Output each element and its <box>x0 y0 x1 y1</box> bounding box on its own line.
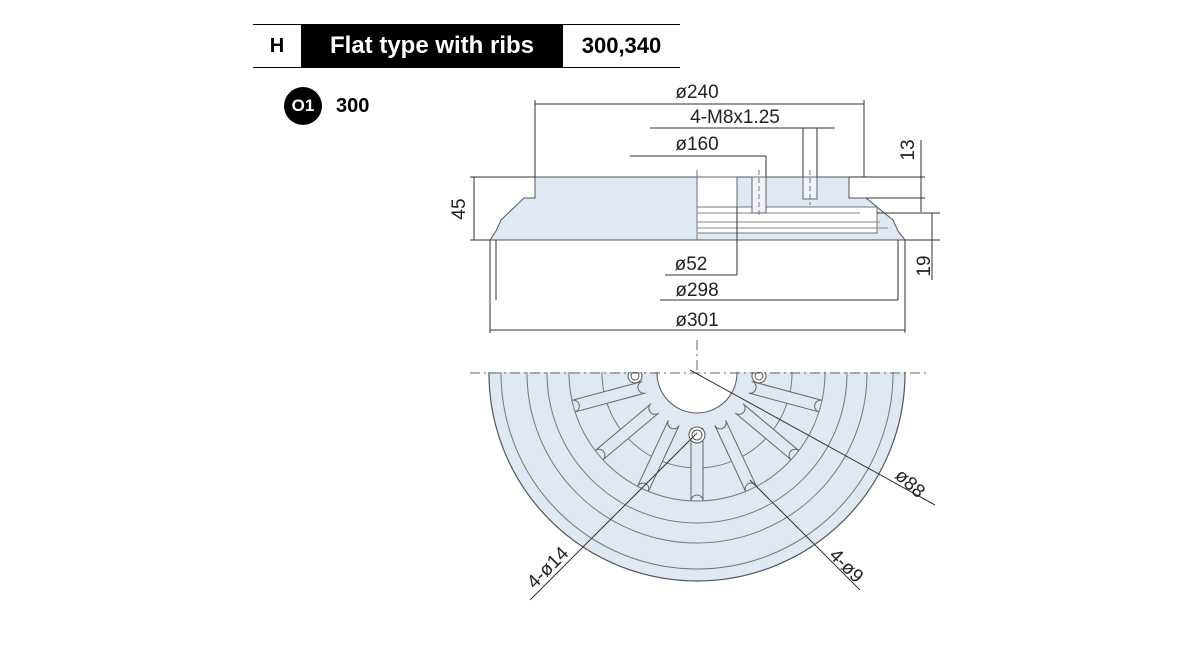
dim-h45: 45 <box>449 198 470 219</box>
mounting-hole-inner <box>691 429 703 441</box>
dim-d88: ø88 <box>890 465 928 503</box>
dim-hole9: 4-ø9 <box>825 545 867 587</box>
rib-slot <box>748 380 823 413</box>
dim-d301: ø301 <box>675 310 718 331</box>
variant-size: 300 <box>336 94 370 117</box>
dim-d240: ø240 <box>675 82 718 103</box>
variant-label: O1 300 <box>284 87 369 125</box>
rib-slot <box>637 420 680 492</box>
rib-slot <box>594 403 660 461</box>
dim-d160: ø160 <box>675 134 718 155</box>
dim-h13: 13 <box>898 139 919 160</box>
variant-badge: O1 <box>284 87 322 125</box>
mounting-hole-inner <box>630 372 640 381</box>
dim-d52: ø52 <box>675 254 708 275</box>
plan-view <box>488 372 906 582</box>
dim-h19: 19 <box>914 255 935 276</box>
dim-d298: ø298 <box>675 280 718 301</box>
mounting-hole-inner <box>754 372 764 381</box>
hub-cut <box>696 176 738 208</box>
product-header: H Flat type with ribs 300,340 <box>253 24 680 68</box>
rib-slot <box>734 403 800 461</box>
hub-cut-lower <box>696 206 878 234</box>
dim-thread: 4-M8x1.25 <box>690 107 780 128</box>
side-view <box>470 100 940 333</box>
type-code: H <box>269 34 285 57</box>
type-title: Flat type with ribs <box>301 25 563 67</box>
plan-annotations <box>470 340 936 601</box>
size-range: 300,340 <box>581 33 662 58</box>
dim-hole14: 4-ø14 <box>523 543 573 593</box>
